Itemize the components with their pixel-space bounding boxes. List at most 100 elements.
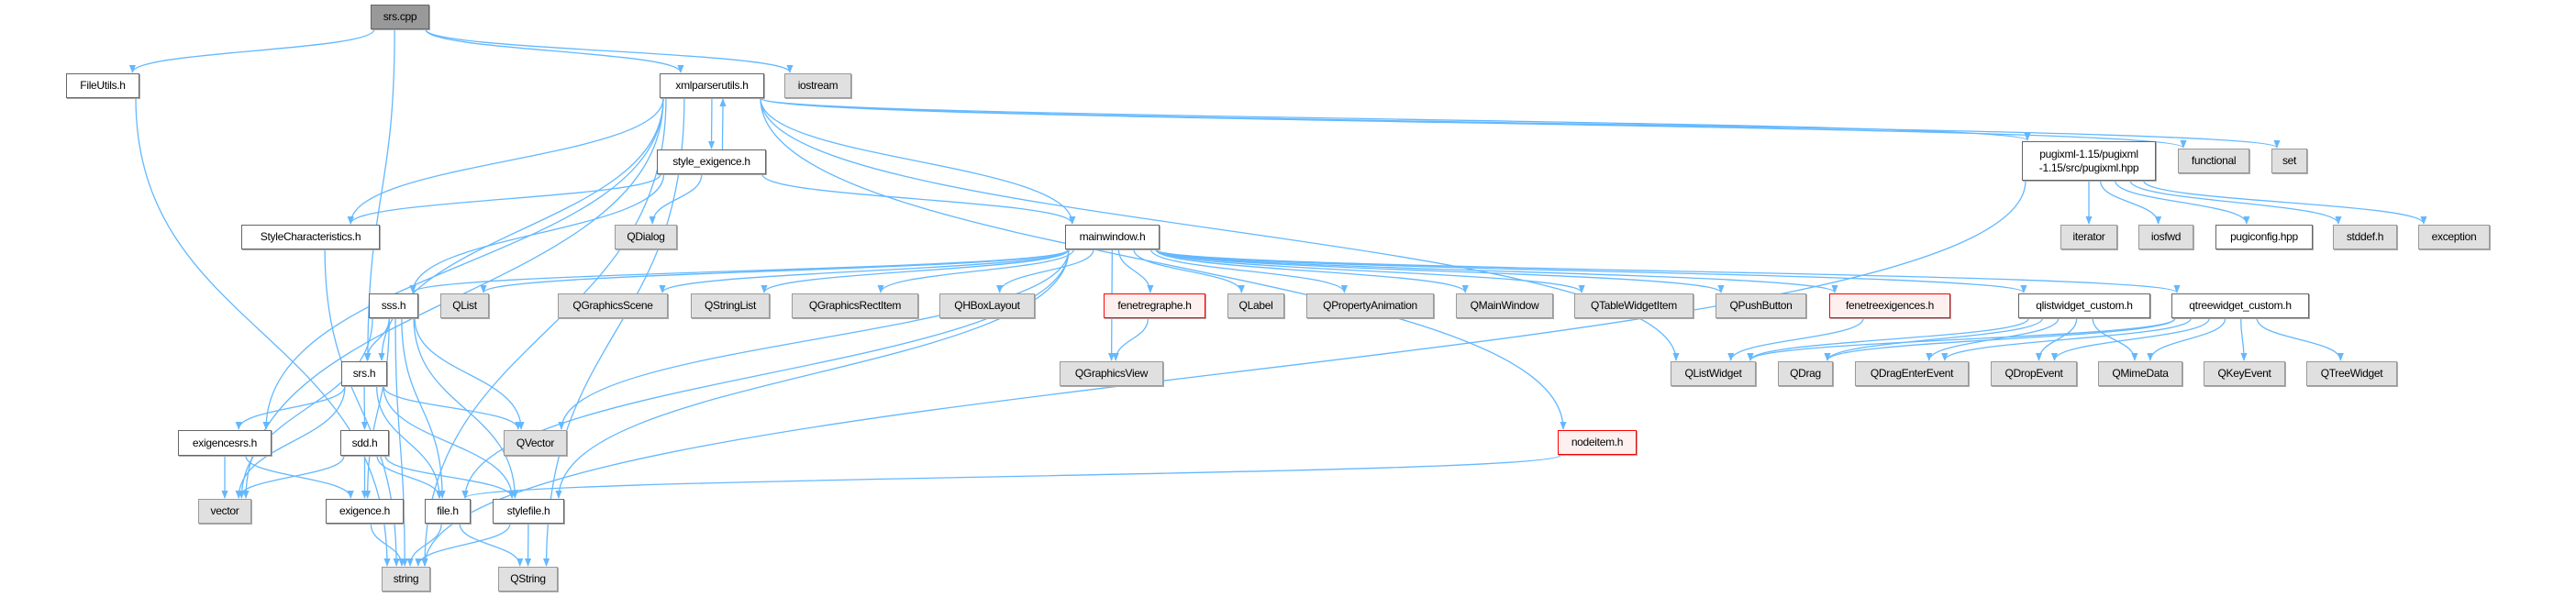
edge-srs_cpp-to-iostream (425, 28, 794, 73)
edge-xmlparserutils-to-string (421, 97, 667, 567)
node-label: QGraphicsView (1074, 367, 1149, 380)
node-qpushbutton: QPushButton (1715, 293, 1806, 318)
edge-exigence-to-string (370, 523, 405, 567)
node-sss[interactable]: sss.h (369, 293, 418, 318)
node-label: FileUtils.h (80, 79, 126, 92)
node-fenetregraphe[interactable]: fenetregraphe.h (1104, 293, 1205, 318)
node-qgraphicsscene: QGraphicsScene (558, 293, 668, 318)
edge-mainwindow-to-qlist (480, 249, 1070, 293)
edge-sss-to-string (394, 317, 408, 567)
edge-style_exigence-to-sss (409, 173, 665, 293)
edge-qtreewidget_custom-to-qdrag (1824, 317, 2176, 361)
node-xmlparserutils[interactable]: xmlparserutils.h (660, 73, 764, 98)
node-qtreewidget-custom[interactable]: qtreewidget_custom.h (2171, 293, 2309, 318)
node-exigence[interactable]: exigence.h (326, 499, 404, 524)
node-qkeyevent: QKeyEvent (2204, 361, 2285, 386)
node-qhboxlayout: QHBoxLayout (939, 293, 1035, 318)
edge-mainwindow-to-fenetregraphe (1117, 249, 1154, 293)
node-fileutils[interactable]: FileUtils.h (66, 73, 139, 98)
node-pugiconfig[interactable]: pugiconfig.hpp (2215, 225, 2313, 249)
edge-mainwindow-to-qpushbutton (1155, 249, 1725, 293)
edge-sss-to-file (401, 317, 446, 499)
node-exigencesrs[interactable]: exigencesrs.h (178, 430, 272, 456)
node-qmainwindow: QMainWindow (1456, 293, 1553, 318)
node-label: fenetreexigences.h (1845, 299, 1934, 312)
edge-stylefile-to-string (415, 523, 511, 567)
node-pugixml[interactable]: pugixml-1.15/pugixml -1.15/src/pugixml.h… (2022, 141, 2156, 181)
node-label: pugixml-1.15/pugixml -1.15/src/pugixml.h… (2038, 147, 2139, 174)
node-label: QLabel (1238, 299, 1273, 312)
node-file[interactable]: file.h (425, 499, 471, 524)
edge-mainwindow-to-file (461, 249, 1070, 499)
node-qmimedata: QMimeData (2098, 361, 2182, 386)
edge-mainwindow-to-qlabel (1133, 249, 1245, 293)
edge-file-to-qstring (459, 523, 524, 567)
edge-xmlparserutils-to-set (760, 97, 2281, 149)
node-vector: vector (198, 499, 251, 524)
node-qvector: QVector (504, 430, 567, 456)
node-nodeitem[interactable]: nodeitem.h (1558, 430, 1637, 455)
edge-srs_h-to-vector (235, 385, 346, 499)
node-fenetreexigences[interactable]: fenetreexigences.h (1829, 293, 1950, 318)
node-srs-cpp[interactable]: srs.cpp (371, 5, 429, 29)
node-label: QHBoxLayout (954, 299, 1020, 312)
edge-srs_h-to-stylefile (383, 385, 516, 499)
node-qlistwidget: QListWidget (1671, 361, 1756, 386)
node-qgraphicsrectitem: QGraphicsRectItem (792, 293, 918, 318)
node-iterator: iterator (2060, 225, 2117, 249)
node-iosfwd: iosfwd (2138, 225, 2193, 249)
edge-srs_h-to-qvector (383, 385, 522, 430)
node-qlabel: QLabel (1227, 293, 1284, 318)
edge-xmlparserutils-to-qlistwidget (760, 97, 1680, 361)
node-label: iostream (797, 79, 838, 92)
edge-qtreewidget_custom-to-qlistwidget (1747, 317, 2176, 361)
node-label: set (2282, 154, 2297, 167)
node-label: fenetregraphe.h (1117, 299, 1192, 312)
edge-sdd-to-vector (235, 455, 345, 499)
edge-srs_cpp-to-fileutils (128, 28, 375, 73)
edge-sss-to-vector (238, 317, 373, 499)
node-label: srs.cpp (383, 10, 417, 23)
edge-srs_cpp-to-xmlparserutils (425, 28, 684, 73)
edge-xmlparserutils-to-pugixml (760, 97, 2031, 141)
edge-file-to-string (406, 523, 442, 567)
node-label: QDrag (1790, 367, 1821, 380)
node-label: xmlparserutils.h (675, 79, 749, 92)
node-label: sss.h (381, 299, 406, 312)
node-srs-h[interactable]: srs.h (341, 361, 387, 386)
edge-mainwindow-to-stylefile (555, 249, 1070, 499)
node-label: exigence.h (339, 504, 391, 517)
edge-srs_h-to-exigencesrs (235, 385, 346, 430)
edge-mainwindow-to-qgraphicsrectitem (877, 249, 1075, 293)
node-label: QMainWindow (1470, 299, 1539, 312)
edge-qlistwidget_custom-to-qdrag (1824, 317, 2044, 361)
node-label: QDialog (627, 230, 665, 243)
node-qdropevent: QDropEvent (1991, 361, 2077, 386)
node-qlistwidget-custom[interactable]: qlistwidget_custom.h (2018, 293, 2150, 318)
node-qtreewidget: QTreeWidget (2306, 361, 2397, 386)
node-stylefile[interactable]: stylefile.h (493, 499, 564, 524)
edge-pugixml-to-stddef (2129, 180, 2342, 225)
edge-qtreewidget_custom-to-qmimedata (2147, 317, 2226, 361)
node-label: mainwindow.h (1079, 230, 1146, 243)
node-mainwindow[interactable]: mainwindow.h (1065, 225, 1160, 249)
node-style-exigence[interactable]: style_exigence.h (657, 149, 766, 174)
edge-qlistwidget_custom-to-qlistwidget (1747, 317, 2029, 361)
node-qdialog: QDialog (615, 225, 677, 249)
node-string: string (382, 567, 430, 591)
node-label: QGraphicsRectItem (808, 299, 902, 312)
node-sdd[interactable]: sdd.h (340, 430, 389, 456)
edge-pugixml-to-pugiconfig (2115, 180, 2250, 225)
edge-sss-to-stylefile (413, 317, 518, 499)
node-label: iosfwd (2150, 230, 2182, 243)
edge-sss-to-qvector (414, 317, 525, 430)
edge-style_exigence-to-stylechar (347, 173, 661, 225)
node-label: qtreewidget_custom.h (2189, 299, 2292, 312)
edge-fileutils-to-string (135, 97, 391, 567)
node-stylechar[interactable]: StyleCharacteristics.h (241, 225, 380, 249)
edge-mainwindow-to-fenetreexigences (1155, 249, 1838, 293)
node-label: QVector (516, 436, 555, 449)
node-label: srs.h (352, 367, 376, 380)
